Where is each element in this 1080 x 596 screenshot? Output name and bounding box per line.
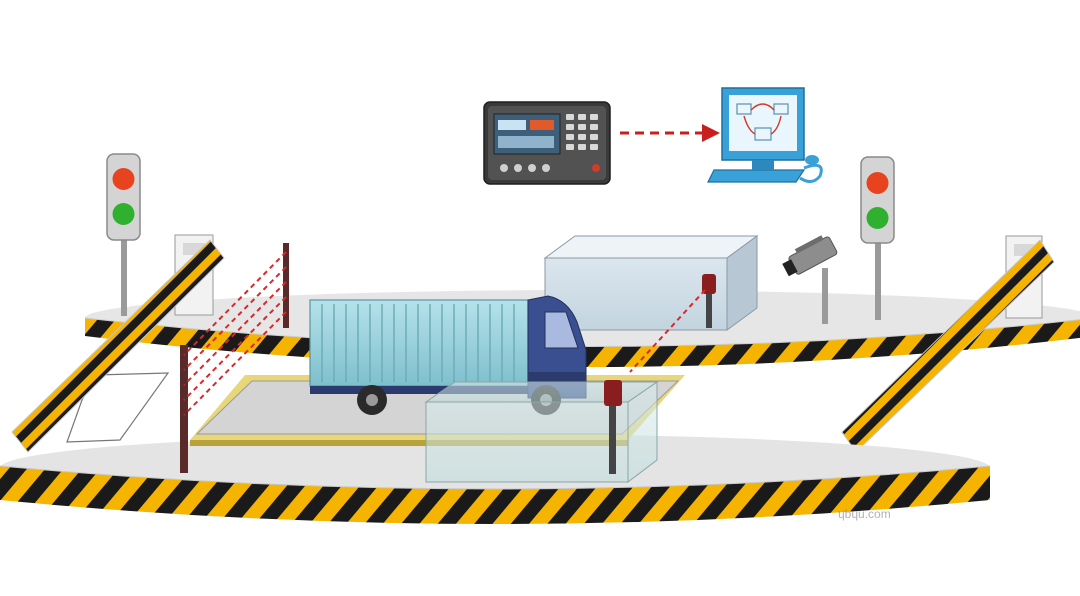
light-curtain-icon <box>180 243 289 473</box>
weighing-indicator <box>483 101 611 185</box>
truck <box>309 295 587 415</box>
barrier-gate-left <box>11 234 225 453</box>
barrier-gate-icon <box>11 234 225 453</box>
container-truck-icon <box>309 295 587 415</box>
traffic-light-right <box>860 156 895 320</box>
computer-icon <box>707 87 823 183</box>
cctv-camera-icon <box>782 235 838 324</box>
weighing-indicator-icon <box>483 101 611 185</box>
barrier-gate-icon <box>841 235 1055 453</box>
positioning-sensor-back <box>629 274 716 373</box>
barrier-gate-right <box>841 235 1055 453</box>
watermark: ɥbɥu.com <box>838 507 891 521</box>
glass-shelter <box>424 381 659 484</box>
surveillance-camera <box>782 235 838 324</box>
infrared-grating <box>180 243 289 473</box>
equipment-shelter <box>543 235 759 331</box>
data-link-arrow <box>620 124 720 142</box>
traffic-light-icon <box>860 156 895 320</box>
computer <box>707 87 823 183</box>
traffic-light-left <box>106 153 141 316</box>
positioning-sensor-front <box>604 380 622 474</box>
traffic-light-icon <box>106 153 141 316</box>
